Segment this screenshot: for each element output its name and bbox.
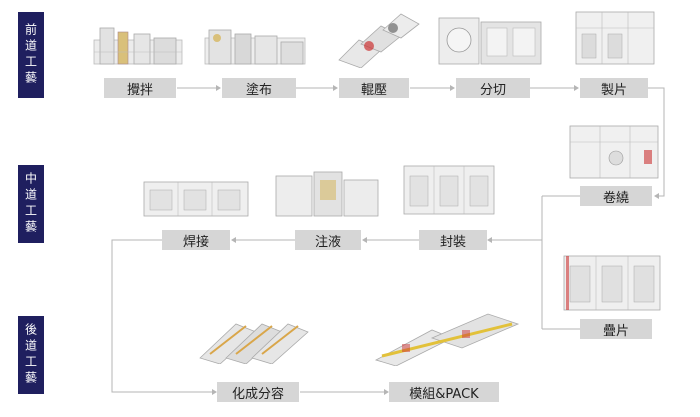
step-cutting: 製片	[580, 78, 648, 98]
step-formation: 化成分容	[217, 382, 299, 402]
rolling-machine-image	[335, 10, 421, 68]
cutting-machine-image	[572, 8, 658, 68]
formation-machine-image	[196, 318, 320, 364]
step-mixing: 攪拌	[104, 78, 176, 98]
welding-machine-image	[140, 178, 252, 220]
coating-machine-image	[203, 24, 308, 68]
injection-machine-image	[272, 168, 382, 220]
step-packaging: 封裝	[419, 230, 487, 250]
step-slitting: 分切	[456, 78, 530, 98]
winding-machine-image	[566, 120, 662, 182]
stacking-machine-image	[560, 250, 664, 314]
step-coating: 塗布	[222, 78, 296, 98]
step-welding: 焊接	[162, 230, 230, 250]
step-winding: 卷繞	[580, 186, 652, 206]
slitting-machine-image	[435, 10, 545, 68]
step-injection: 注液	[295, 230, 361, 250]
packaging-machine-image	[400, 160, 498, 218]
step-rolling: 輥壓	[339, 78, 409, 98]
mixing-machine-image	[90, 22, 186, 68]
module-pack-machine-image	[372, 310, 522, 366]
step-stacking: 疊片	[580, 319, 652, 339]
step-module-pack: 模組&PACK	[389, 382, 499, 402]
